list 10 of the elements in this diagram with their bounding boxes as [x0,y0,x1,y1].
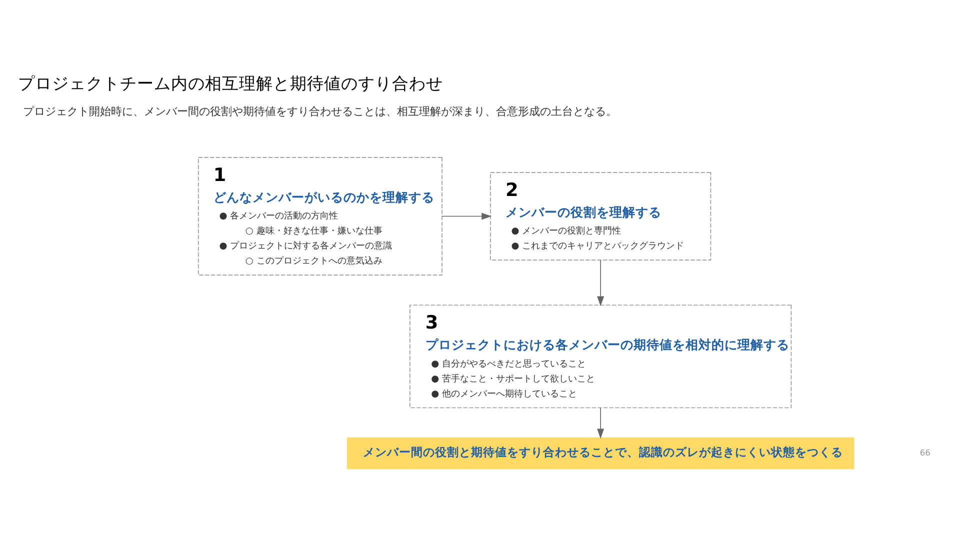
arrow [442,212,492,220]
node-box: 2 メンバーの役割を理解する ● メンバーの役割と専門性 ● これまでのキャリアとバックグラウンド [490,172,712,260]
arrow [597,406,604,438]
node-box: メンバー間の役割と期待値をすり合わせることで、認識のズレが起きにくい状態をつくる [346,436,854,469]
diagram-title: プロジェクトチーム内の相互理解と期待値のすり合わせ [18,74,444,93]
arrow [597,259,604,306]
label: 66 [920,446,930,457]
node-box: 3 プロジェクトにおける各メンバーの期待値を相対的に理解する ● 自分がやるべきだと思っていること ● 苦手なこと・サポートして欲しいこと ● 他のメンバーへ期待していること [410,304,792,408]
node-box: 1 どんなメンバーがいるのかを理解する ● 各メンバーの活動の方向性 ○ 趣味・好きな仕事・嫌いな仕事 ● プロジェクトに対する各メンバーの意識 ○ このプロジェクトへの意気込み [198,156,442,275]
label: プロジェクト開始時に、メンバー間の役割や期待値をすり合わせることは、相互理解が深まり、合意形成の土台となる。 [23,104,618,118]
